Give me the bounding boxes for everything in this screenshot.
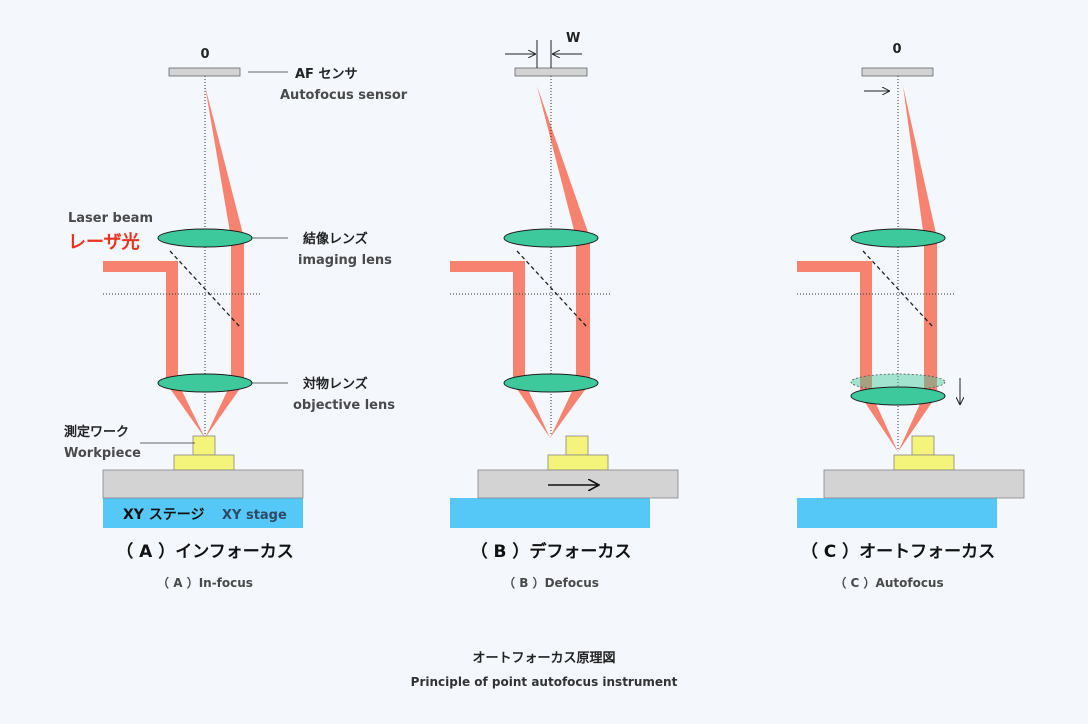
sensor-zero-c: 0 (892, 42, 901, 57)
imaging-lens (503, 228, 599, 248)
xy-stage-top (823, 469, 1025, 499)
laser-beam-incoming (450, 261, 525, 383)
panel-b-title-en: （ B ）Defocus (503, 575, 599, 590)
laser-beam-down (166, 383, 205, 438)
beam-splitter (862, 250, 934, 328)
sensor-zero-a: 0 (200, 47, 209, 62)
panel-c-title-jp: （ C ）オートフォーカス (801, 541, 995, 562)
laser-beam-return (898, 86, 937, 452)
af-sensor (168, 67, 241, 77)
panel-a: 0 AF センサ Autofocus sensor Laser beam レーザ… (64, 47, 408, 590)
objective-lens (850, 386, 946, 406)
laser-beam-return (537, 86, 590, 438)
objective-lens (503, 373, 599, 393)
objective-lens-jp: 対物レンズ (302, 376, 368, 392)
xy-stage-jp: XY ステージ (123, 507, 205, 523)
laser-beam-down (513, 383, 550, 438)
laser-beam-down (860, 395, 898, 452)
imaging-lens (157, 228, 253, 248)
af-sensor (861, 67, 934, 77)
af-sensor-en: Autofocus sensor (280, 88, 408, 103)
imaging-lens-jp: 結像レンズ (303, 231, 368, 247)
panel-a-title-en: （ A ）In-focus (157, 575, 253, 590)
panel-c: 0 （ C ）オートフォーカス （ C ）Autofocus (797, 42, 1025, 590)
af-sensor (514, 67, 588, 77)
caption-en: Principle of point autofocus instrument (411, 675, 678, 689)
workpiece-base (547, 454, 609, 471)
panel-a-title-jp: （ A ）インフォーカス (116, 541, 293, 562)
sensor-w-label: W (566, 31, 580, 46)
laser-beam-incoming (797, 261, 872, 395)
workpiece-top (565, 435, 589, 456)
laser-beam-incoming (103, 261, 178, 383)
workpiece-jp: 測定ワーク (64, 424, 129, 440)
laser-beam-return (205, 86, 244, 438)
workpiece-en: Workpiece (64, 446, 141, 461)
xy-stage-base (797, 498, 997, 528)
workpiece-top (911, 435, 935, 456)
beam-splitter (169, 250, 241, 328)
xy-stage-top (477, 469, 679, 499)
af-sensor-jp: AF センサ (295, 67, 357, 82)
workpiece-base (173, 454, 235, 471)
objective-lens-en: objective lens (293, 398, 395, 413)
workpiece-top (192, 435, 216, 456)
laser-beam-jp: レーザ光 (68, 231, 140, 253)
panel-c-title-en: （ C ）Autofocus (834, 575, 943, 590)
xy-stage-en: XY stage (222, 508, 287, 523)
workpiece-base (893, 454, 955, 471)
caption-jp: オートフォーカス原理図 (472, 651, 615, 666)
beam-splitter (516, 250, 588, 328)
laser-beam-en: Laser beam (68, 211, 153, 226)
panel-b-title-jp: （ B ）デフォーカス (471, 541, 632, 562)
xy-stage-base (450, 498, 650, 528)
imaging-lens (850, 228, 946, 248)
objective-lens (157, 373, 253, 393)
xy-stage-base (103, 498, 303, 528)
panel-b: W （ B ）デフォーカス （ B ）Defocus (450, 31, 679, 590)
imaging-lens-en: imaging lens (298, 253, 392, 268)
xy-stage-top (102, 469, 304, 499)
